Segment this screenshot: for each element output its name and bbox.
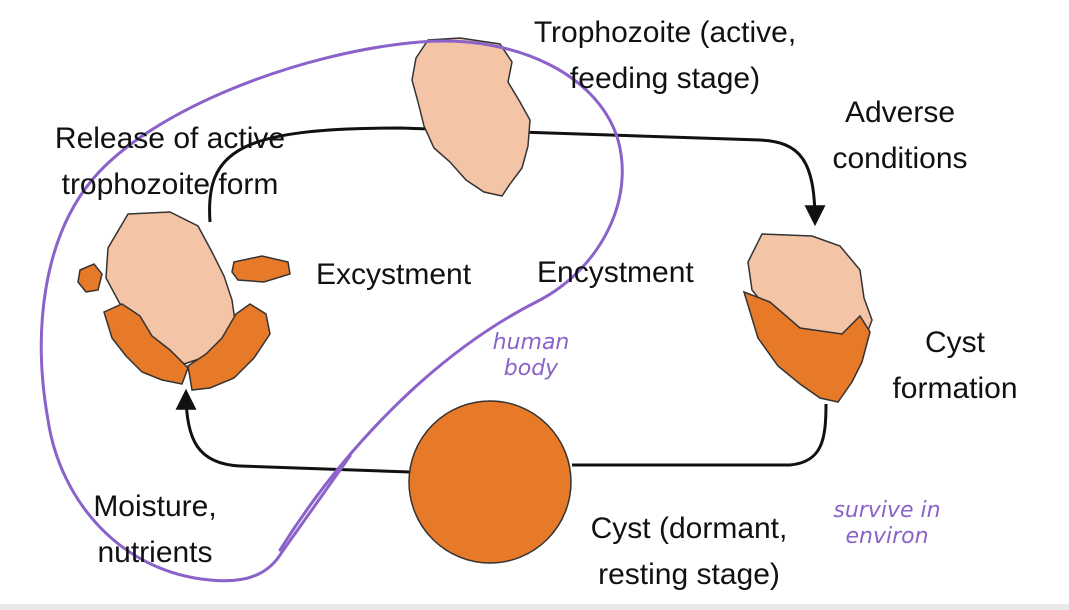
- release-label-line2: trophozoite form: [61, 168, 279, 201]
- survive-line2: environ: [845, 524, 929, 549]
- trophozoite-label-line2: feeding stage): [569, 62, 761, 95]
- moisture-nutrients-label: Moisture, nutrients: [60, 484, 250, 576]
- trophozoite-label-line1: Trophozoite (active,: [533, 16, 797, 49]
- release-label-line1: Release of active: [54, 122, 286, 155]
- human-body-line1: human: [492, 330, 570, 355]
- trophozoite-shape: [411, 37, 531, 197]
- excystment-label: Excystment: [316, 258, 472, 291]
- cyst-dormant-line2: resting stage): [598, 558, 780, 591]
- human-body-line2: body: [503, 356, 559, 381]
- adverse-conditions-label: Adverse conditions: [800, 90, 1000, 182]
- survive-line1: survive in: [833, 498, 941, 523]
- cyst-wall-fragment-left: [103, 303, 189, 385]
- encystment-label: Encystment: [537, 256, 694, 289]
- bottom-scroll-strip: [0, 604, 1069, 610]
- adverse-conditions-line2: conditions: [832, 142, 968, 175]
- cyst-wall-fragment-small-right: [231, 255, 291, 283]
- cyst-formation-line2: formation: [892, 372, 1018, 405]
- trophozoite-label: Trophozoite (active, feeding stage): [490, 10, 840, 102]
- cyst-wall-fragment-right: [187, 303, 271, 391]
- dormant-cyst-circle: [408, 400, 572, 564]
- cyst-formation-label: Cyst formation: [870, 320, 1040, 412]
- release-label: Release of active trophozoite form: [20, 116, 320, 208]
- cyst-wall-fragment-small-left: [77, 263, 103, 293]
- human-body-loop-annotation: [39, 39, 624, 583]
- moisture-line2: nutrients: [97, 536, 213, 569]
- cyst-wall-forming: [742, 290, 871, 403]
- adverse-conditions-line1: Adverse: [844, 96, 956, 129]
- arrow-cyst-formation-to-cyst: [572, 403, 828, 467]
- moisture-line1: Moisture,: [93, 490, 217, 523]
- arrow-trophozoite-to-encystment: [208, 126, 826, 227]
- arrow-cyst-to-excystment: [175, 388, 411, 474]
- cyst-dormant-label: Cyst (dormant, resting stage): [560, 506, 818, 598]
- cyst-dormant-line1: Cyst (dormant,: [590, 512, 788, 545]
- survive-environ-annotation: survive in environ: [822, 498, 952, 550]
- cyst-formation-line1: Cyst: [925, 326, 985, 359]
- human-body-annotation: human body: [486, 330, 576, 382]
